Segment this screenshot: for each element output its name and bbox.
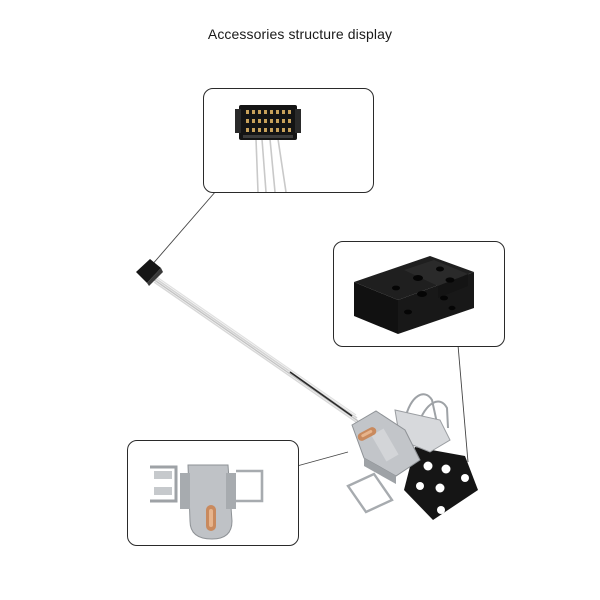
- page-title: Accessories structure display: [207, 26, 393, 42]
- wire-loop-icon: [346, 472, 394, 514]
- black-block-closeup-icon: [354, 256, 474, 334]
- flat-cable-icon: [150, 272, 360, 425]
- callout-bracket-closeup: [127, 440, 299, 546]
- leader-line-connector: [150, 190, 217, 267]
- cable-connector-icon: [136, 259, 163, 286]
- leader-line-block: [457, 344, 469, 463]
- steel-bracket-icon: [351, 410, 421, 484]
- bracket-closeup-icon: [150, 464, 264, 540]
- leader-lines: [150, 190, 469, 467]
- callout-block-closeup: [333, 241, 505, 347]
- connector-closeup-icon: [235, 105, 301, 192]
- leader-line-bracket: [296, 451, 349, 467]
- black-plate-icon: [404, 447, 478, 520]
- callout-connector-closeup: [203, 88, 374, 193]
